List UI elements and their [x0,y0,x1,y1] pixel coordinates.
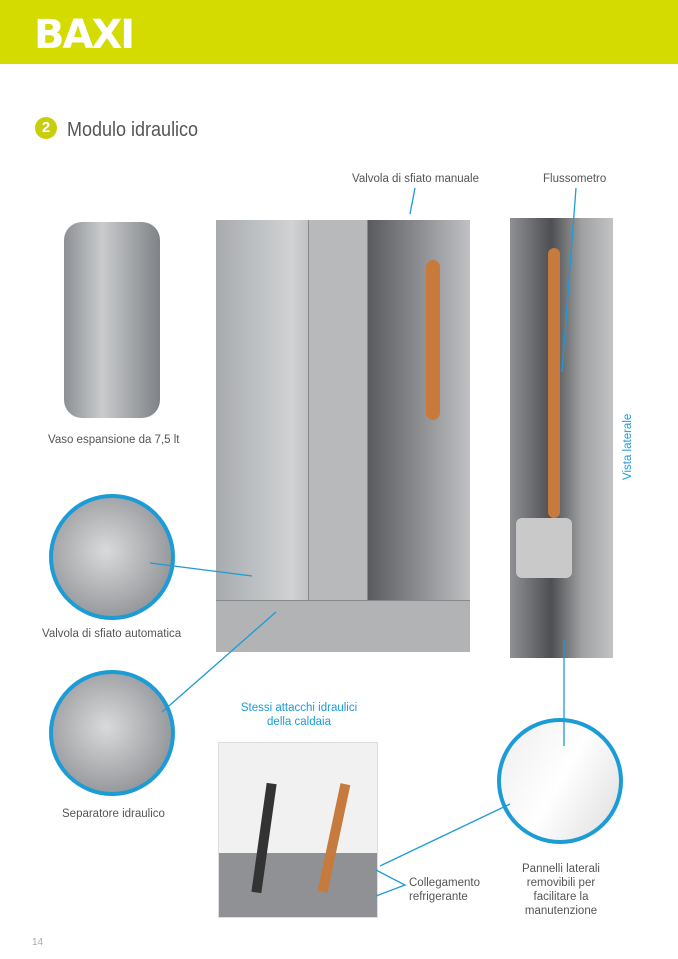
side-panels-label: Pannelli laterali removibili per facilit… [505,862,617,918]
panels-line3: facilitare la [533,891,589,903]
section-title: Modulo idraulico [67,119,199,141]
refrigerant-line1: Collegamento [409,877,480,889]
boiler-connections-image [218,742,378,918]
separator-label: Separatore idraulico [62,808,165,820]
separator-detail-circle [49,670,175,796]
side-panels-detail-circle [497,718,623,844]
expansion-vessel-image [64,222,160,418]
hydraulic-module-image [216,220,470,652]
expansion-vessel-label: Vaso espansione da 7,5 lt [48,434,180,446]
section-number-badge: 2 [35,117,57,139]
panels-line1: Pannelli laterali [522,863,600,875]
auto-vent-detail-circle [49,494,175,620]
auto-vent-label: Valvola di sfiato automatica [42,628,182,640]
header-bar: BAXI [0,0,678,64]
baxi-logo: BAXI [34,12,135,58]
side-view-image [510,218,613,658]
panels-line2: removibili per [526,877,596,889]
refrigerant-label: Collegamento refrigerante [409,876,480,904]
same-connections-line2: della caldaia [267,716,331,728]
refrigerant-line2: refrigerante [409,891,468,903]
same-connections-label: Stessi attacchi idraulici della caldaia [230,701,368,729]
side-view-label: Vista laterale [622,413,634,480]
page-number: 14 [32,937,44,948]
same-connections-line1: Stessi attacchi idraulici [240,702,358,714]
panels-line4: manutenzione [524,905,598,917]
flowmeter-label: Flussometro [543,173,607,185]
manual-vent-label: Valvola di sfiato manuale [352,173,479,185]
